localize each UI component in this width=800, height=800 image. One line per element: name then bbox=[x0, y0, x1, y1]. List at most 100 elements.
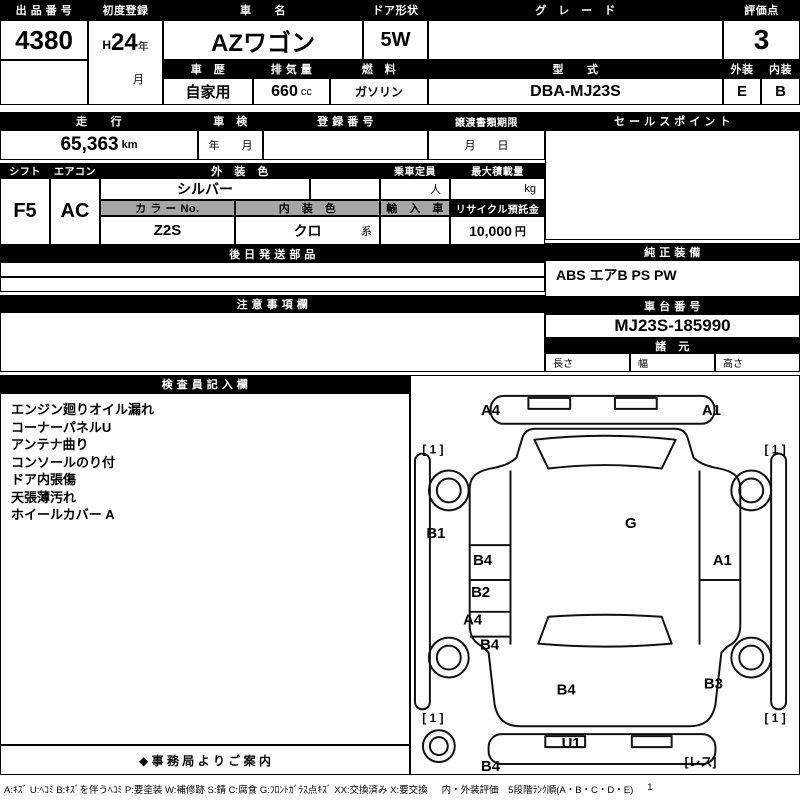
inspection-value: 年 月 bbox=[198, 130, 263, 160]
damage-label: B1 bbox=[426, 525, 445, 542]
car-history-value: 自家用 bbox=[163, 78, 253, 105]
interior-color-name: クロ bbox=[293, 222, 322, 239]
inspector-note-line: エンジン廻りオイル漏れ bbox=[11, 402, 155, 417]
front-bumper bbox=[489, 394, 716, 425]
spare-tire bbox=[421, 729, 456, 764]
registration-number-value bbox=[263, 130, 428, 160]
capacity-value: 人 bbox=[380, 178, 450, 200]
fuel-value: ガソリン bbox=[330, 78, 428, 105]
legend-codes: A:ｷｽﾞ U:ﾍｺﾐ B:ｷｽﾞを伴うﾍｺﾐ P:要塗装 W:補修跡 S:錆 … bbox=[4, 785, 428, 796]
damage-label: [ 1 ] bbox=[422, 711, 443, 725]
damage-label: A1 bbox=[702, 402, 721, 419]
grade-value bbox=[428, 20, 723, 60]
fuel-header: 燃 料 bbox=[330, 60, 428, 78]
damage-label: [ 1 ] bbox=[765, 711, 786, 725]
first-registration-value: H 24 年 月 bbox=[88, 20, 163, 105]
rear-bumper-detail-left bbox=[544, 735, 587, 749]
first-reg-year: 24 bbox=[110, 29, 138, 56]
rear-window bbox=[537, 613, 673, 648]
inspector-note-line: ホイールカバー A bbox=[11, 507, 115, 522]
interior-grade-header: 内装 bbox=[761, 60, 800, 78]
damage-label: [ 1 ] bbox=[765, 443, 786, 457]
rear-right-wheel-rim bbox=[738, 644, 765, 671]
car-name-header: 車 名 bbox=[163, 0, 363, 20]
later-parts-header: 後 日 発 送 部 品 bbox=[0, 245, 545, 262]
chassis-number-header: 車 台 番 号 bbox=[545, 297, 800, 314]
chassis-number-value: MJ23S-185990 bbox=[545, 314, 800, 338]
mileage-unit: km bbox=[121, 139, 138, 151]
door-shape-value: 5W bbox=[363, 20, 428, 60]
damage-label: A1 bbox=[713, 552, 732, 569]
spare-tire-inner bbox=[428, 736, 449, 757]
car-history-header: 車 歴 bbox=[163, 60, 253, 78]
grade-header: グ レ ー ド bbox=[428, 0, 723, 20]
inspector-note-line: ドア内張傷 bbox=[11, 472, 77, 487]
damage-label: B3 bbox=[704, 675, 723, 692]
max-load-value: kg bbox=[450, 178, 545, 200]
interior-color-value: クロ 系 bbox=[235, 216, 380, 245]
rear-bumper bbox=[487, 733, 717, 766]
aircon-header: エアコン bbox=[50, 163, 100, 178]
front-bumper-detail-left bbox=[527, 396, 572, 410]
windshield bbox=[533, 434, 677, 470]
interior-color-header: 内 装 色 bbox=[235, 200, 380, 216]
front-left-wheel-rim bbox=[435, 477, 462, 504]
score-header: 評価点 bbox=[723, 0, 800, 20]
exterior-color-sub-cell bbox=[310, 178, 380, 200]
year-unit: 年 bbox=[137, 41, 149, 53]
door-shape-header: ドア形状 bbox=[363, 0, 428, 20]
transfer-deadline-header: 譲渡書類期限 bbox=[428, 112, 545, 130]
damage-label: B4 bbox=[480, 637, 500, 654]
shift-value: F5 bbox=[0, 178, 50, 245]
capacity-header: 乗車定員 bbox=[380, 163, 450, 178]
displacement-header: 排 気 量 bbox=[253, 60, 330, 78]
first-registration-header: 初度登録 bbox=[88, 0, 163, 20]
aircon-value: AC bbox=[50, 178, 100, 245]
mileage-number: 65,363 bbox=[60, 134, 119, 155]
damage-label: B4 bbox=[473, 552, 493, 569]
dimensions-header: 諸 元 bbox=[545, 338, 800, 353]
score-value: 3 bbox=[723, 20, 800, 60]
interior-grade-value: B bbox=[761, 78, 800, 105]
mileage-header: 走 行 bbox=[0, 112, 198, 130]
damage-label: G bbox=[625, 515, 637, 532]
front-right-wheel-rim bbox=[738, 477, 765, 504]
right-side-molding bbox=[770, 452, 788, 711]
month-unit: 月 bbox=[133, 74, 144, 86]
legend-page-number: 1 bbox=[647, 782, 653, 793]
rear-left-wheel bbox=[427, 636, 470, 679]
dimension-length-cell: 長さ bbox=[545, 353, 630, 372]
displacement-number: 660 bbox=[271, 82, 298, 100]
front-bumper-detail-right bbox=[613, 396, 658, 410]
recycle-deposit-unit: 円 bbox=[514, 225, 526, 238]
later-parts-row-1 bbox=[0, 262, 545, 277]
lot-number-empty-cell bbox=[0, 60, 88, 105]
dimension-width-cell: 幅 bbox=[630, 353, 715, 372]
import-header: 輸 入 車 bbox=[380, 200, 450, 216]
color-no-value: Z2S bbox=[100, 216, 235, 245]
rear-right-wheel bbox=[730, 636, 773, 679]
displacement-unit: cc bbox=[300, 85, 312, 98]
displacement-value: 660 cc bbox=[253, 78, 330, 105]
caution-box bbox=[0, 312, 545, 372]
recycle-deposit-header: リサイクル預託金 bbox=[450, 200, 545, 216]
equipment-header: 純 正 装 備 bbox=[545, 243, 800, 260]
left-side-molding bbox=[413, 452, 431, 711]
rear-bumper-detail-right bbox=[630, 735, 673, 749]
damage-label: [ 1 ] bbox=[422, 443, 443, 457]
inspection-header: 車 検 bbox=[198, 112, 263, 130]
car-name-value: AZワゴン bbox=[163, 20, 363, 60]
inspector-note-line: アンテナ曲り bbox=[11, 437, 89, 452]
import-value bbox=[380, 216, 450, 245]
exterior-color-value: シルバー bbox=[100, 178, 310, 200]
mileage-value: 65,363 km bbox=[0, 130, 198, 160]
front-right-wheel bbox=[730, 469, 773, 512]
shift-header: シフト bbox=[0, 163, 50, 178]
registration-number-header: 登 録 番 号 bbox=[263, 112, 428, 130]
recycle-deposit-number: 10,000 bbox=[469, 222, 512, 239]
legend-bar: A:ｷｽﾞ U:ﾍｺﾐ B:ｷｽﾞを伴うﾍｺﾐ P:要塗装 W:補修跡 S:錆 … bbox=[0, 778, 800, 796]
